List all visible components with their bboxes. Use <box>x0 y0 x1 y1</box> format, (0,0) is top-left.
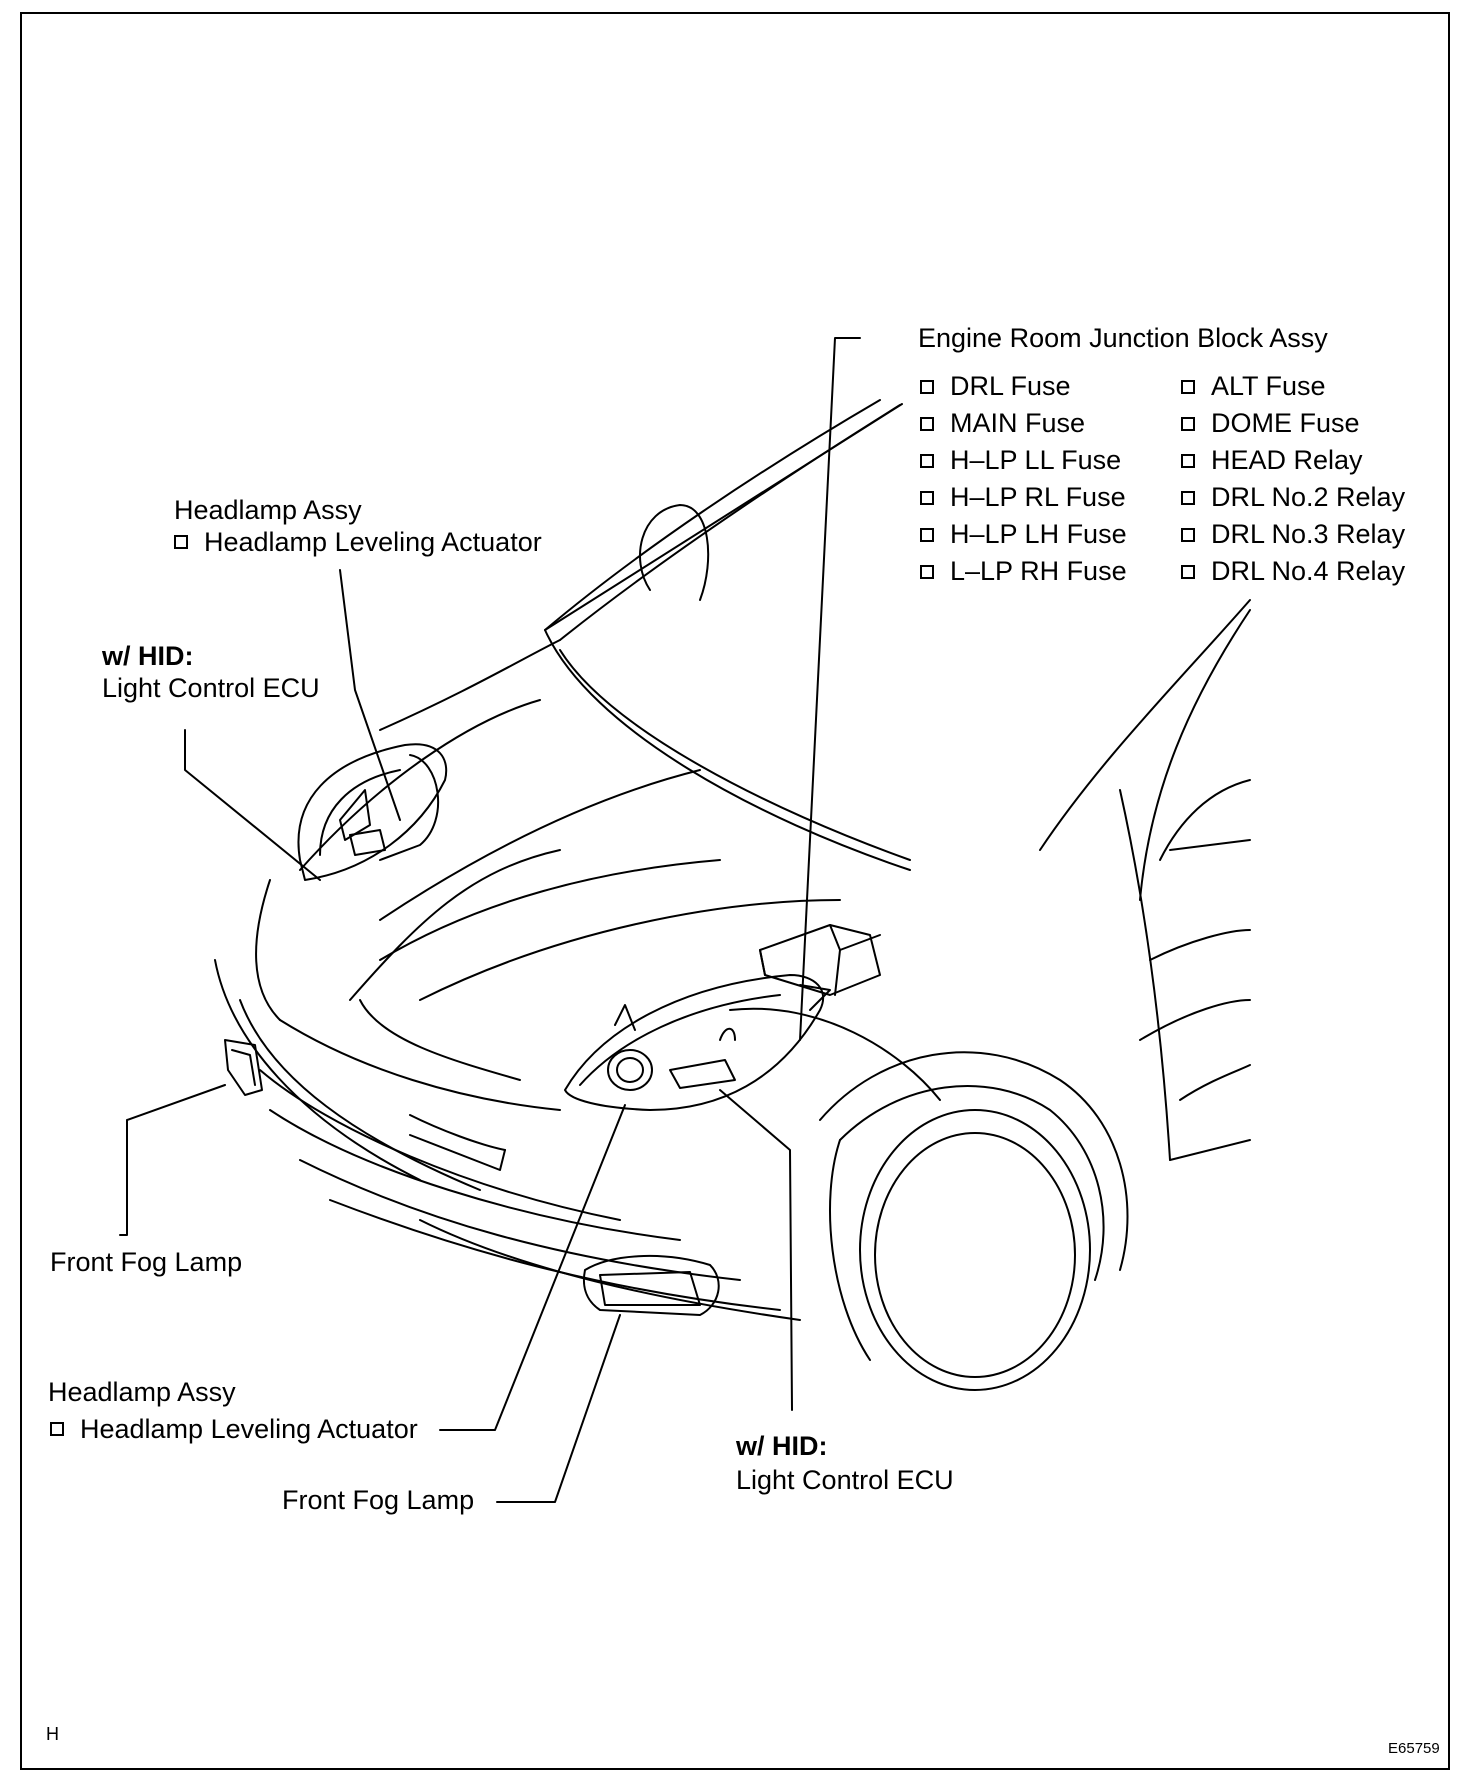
headlamp-lower-title: Headlamp Assy <box>48 1377 236 1407</box>
list-item: DRL No.4 Relay <box>1181 553 1405 590</box>
checkbox-square-icon <box>1181 527 1195 542</box>
ecu-upper-prefix: w/ HID: <box>102 641 194 671</box>
leader-headlamp-lower <box>439 1104 626 1431</box>
checkbox-square-icon <box>1181 416 1195 431</box>
list-item: DOME Fuse <box>1181 405 1405 442</box>
ecu-lower-name: Light Control ECU <box>736 1465 954 1495</box>
list-item: DRL No.3 Relay <box>1181 516 1405 553</box>
leader-ecu-upper <box>184 729 321 881</box>
junction-block-left-list: DRL Fuse MAIN Fuse H–LP LL Fuse H–LP RL … <box>920 368 1127 590</box>
list-item: MAIN Fuse <box>920 405 1127 442</box>
headlamp-upper-item: Headlamp Leveling Actuator <box>174 526 542 558</box>
figure-code: E65759 <box>1388 1740 1440 1757</box>
checkbox-square-icon <box>920 490 934 505</box>
checkbox-square-icon <box>920 379 934 394</box>
checkbox-square-icon <box>50 1422 64 1436</box>
headlamp-lower-item: Headlamp Leveling Actuator <box>50 1413 418 1445</box>
headlamp-upper-title: Headlamp Assy <box>174 495 362 525</box>
checkbox-square-icon <box>920 416 934 431</box>
diagram-frame <box>20 12 1450 1770</box>
checkbox-square-icon <box>174 535 188 549</box>
list-item: H–LP LH Fuse <box>920 516 1127 553</box>
list-item: ALT Fuse <box>1181 368 1405 405</box>
junction-block-right-list: ALT Fuse DOME Fuse HEAD Relay DRL No.2 R… <box>1181 368 1405 590</box>
checkbox-square-icon <box>920 453 934 468</box>
list-item: DRL No.2 Relay <box>1181 479 1405 516</box>
list-item: H–LP LL Fuse <box>920 442 1127 479</box>
list-item: HEAD Relay <box>1181 442 1405 479</box>
ecu-upper-name: Light Control ECU <box>102 673 320 703</box>
checkbox-square-icon <box>1181 490 1195 505</box>
leader-fog-upper <box>119 1084 226 1236</box>
leader-junction-block <box>799 337 861 1041</box>
leader-fog-lower <box>496 1314 621 1503</box>
fog-lamp-lower-label: Front Fog Lamp <box>282 1485 475 1515</box>
checkbox-square-icon <box>920 564 934 579</box>
list-item: DRL Fuse <box>920 368 1127 405</box>
checkbox-square-icon <box>1181 379 1195 394</box>
leader-ecu-lower <box>719 1089 793 1411</box>
ecu-lower-prefix: w/ HID: <box>736 1431 828 1461</box>
leader-headlamp-upper <box>339 569 401 821</box>
checkbox-square-icon <box>920 527 934 542</box>
junction-block-title: Engine Room Junction Block Assy <box>918 323 1328 353</box>
corner-mark-left: H <box>46 1724 59 1744</box>
list-item: L–LP RH Fuse <box>920 553 1127 590</box>
fog-lamp-upper-label: Front Fog Lamp <box>50 1247 243 1277</box>
checkbox-square-icon <box>1181 564 1195 579</box>
list-item: H–LP RL Fuse <box>920 479 1127 516</box>
checkbox-square-icon <box>1181 453 1195 468</box>
